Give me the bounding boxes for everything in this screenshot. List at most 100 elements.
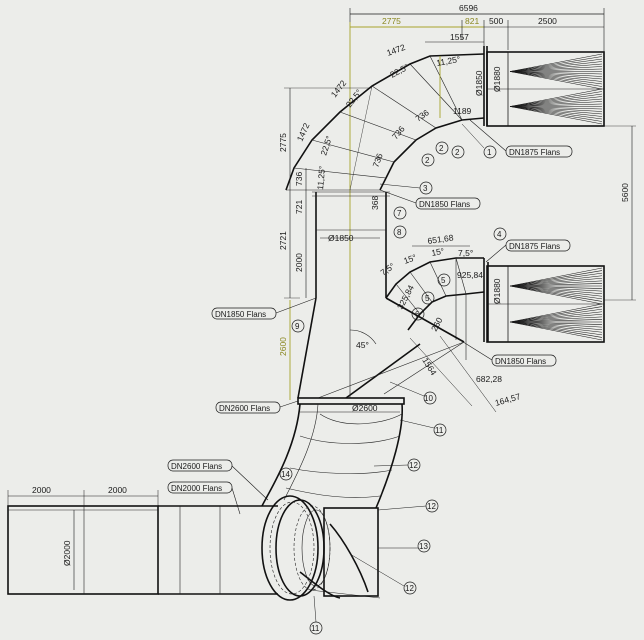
filter-hatch-line <box>509 56 603 72</box>
label-dn1875-mid: DN1875 Flans <box>509 242 560 251</box>
dim-left-721: 721 <box>294 200 304 214</box>
filter-hatch-line <box>509 285 603 297</box>
balloon-11-top: 11 <box>435 426 444 435</box>
filter-hatch-line <box>509 321 603 341</box>
filter-hatch-line <box>509 71 603 85</box>
filter-hatch-line <box>509 58 603 72</box>
filter-hatch-line <box>509 106 603 110</box>
filter-hatch-line <box>509 91 603 107</box>
dia-1850-mid: Ø1850 <box>328 233 354 243</box>
transition-45 <box>297 297 497 413</box>
filter-hatch-line <box>509 68 603 72</box>
label-dn1850-right: DN1850 Flans <box>495 357 546 366</box>
large-elbow <box>261 403 404 599</box>
label-dn1850-upper-box <box>415 197 481 210</box>
balloon-14: 14 <box>281 470 290 479</box>
filter-hatch-line <box>509 88 603 107</box>
dim-736-b: 736 <box>390 124 407 142</box>
dim-left-2721: 2721 <box>278 231 288 250</box>
label-dn1875-top-box <box>505 145 573 158</box>
balloon-13: 13 <box>419 542 428 551</box>
filter-hatch-line <box>509 106 603 125</box>
ang-45: 45° <box>356 340 369 350</box>
dim-left-2775: 2775 <box>278 133 288 152</box>
dia-2000: Ø2000 <box>62 540 72 566</box>
dim-left-2000: 2000 <box>294 253 304 272</box>
dim-682-28: 682,28 <box>476 374 502 384</box>
filter-hatch-line <box>509 280 603 287</box>
vertical-duct <box>312 191 390 298</box>
filter-hatch-line <box>509 311 603 323</box>
filter-hatch-line <box>509 71 603 90</box>
filter-hatch-line <box>509 285 603 294</box>
dim-368: 368 <box>370 196 380 210</box>
label-dn1850-left: DN1850 Flans <box>215 310 266 319</box>
filter-hatch-line <box>509 285 603 292</box>
ang-11-25-a: 11,25° <box>436 54 461 68</box>
filter-hatch-line <box>509 272 603 287</box>
balloon-2a: 2 <box>455 148 460 157</box>
dim-736-a: 736 <box>413 107 431 123</box>
dim-1564: 1564 <box>420 356 439 378</box>
filter-hatch-line <box>509 308 603 323</box>
filter-hatch-line <box>509 278 603 287</box>
dim-left-736: 736 <box>294 172 304 186</box>
balloon-11-bottom: 11 <box>311 624 320 633</box>
upper-filter-fan <box>509 53 603 125</box>
label-dn2600-lower-box <box>167 459 233 472</box>
filter-hatch-line <box>509 314 603 323</box>
ang-15-b: 15° <box>431 246 445 258</box>
dim-left-2600: 2600 <box>278 337 288 356</box>
round-connection <box>261 495 331 601</box>
balloon-5b: 5 <box>441 276 446 285</box>
upper-housing <box>486 51 605 127</box>
filter-hatch-line <box>509 267 603 287</box>
filter-hatch-line <box>509 106 603 120</box>
filter-hatch-line <box>509 66 603 72</box>
balloon-9: 9 <box>295 322 300 331</box>
dim-top-2775: 2775 <box>382 16 401 26</box>
filter-hatch-line <box>509 93 603 107</box>
label-dn1850-right-box <box>491 354 557 367</box>
dim-5600: 5600 <box>620 183 630 202</box>
dim-top-500: 500 <box>489 16 503 26</box>
left-dimensions <box>284 87 372 400</box>
filter-hatch-line <box>509 321 603 333</box>
balloon-2b: 2 <box>439 144 444 153</box>
balloon-5a: 5 <box>425 294 430 303</box>
dim-overall-width: 6596 <box>459 3 478 13</box>
label-dn2600-lower: DN2600 Flans <box>171 462 222 471</box>
label-dn2600-left: DN2600 Flans <box>219 404 270 413</box>
dim-1472-c: 1472 <box>295 121 312 143</box>
dim-1557: 1557 <box>450 32 469 42</box>
lower-housing <box>486 265 605 343</box>
filter-hatch-line <box>509 275 603 287</box>
filter-hatch-line <box>509 303 603 323</box>
label-dn1850-upper: DN1850 Flans <box>419 200 470 209</box>
ang-22-5-a: 22,5° <box>388 62 410 80</box>
balloon-2c: 2 <box>425 156 430 165</box>
filter-hatch-line <box>509 321 603 336</box>
dim-736-c: 736 <box>370 152 384 169</box>
filter-hatch-line <box>509 53 603 72</box>
dim-1472-b: 1472 <box>329 78 349 99</box>
dia-1880-top: Ø1880 <box>492 66 502 92</box>
dim-top-2500: 2500 <box>538 16 557 26</box>
part-balloons: 1 2 2 2 3 7 8 4 5 5 6 9 10 11 12 <box>279 123 507 635</box>
dim-1472-a: 1472 <box>385 42 406 58</box>
filter-hatch-line <box>509 71 603 80</box>
balloon-12a: 12 <box>409 461 418 470</box>
filter-hatch-line <box>509 106 603 112</box>
ang-22-5-b: 22,5° <box>344 87 364 109</box>
label-dn2000: DN2000 Flans <box>171 484 222 493</box>
balloon-10: 10 <box>424 394 433 403</box>
filter-hatch-line <box>509 285 603 300</box>
filter-hatch-line <box>509 285 603 289</box>
filter-hatch-line <box>509 71 603 75</box>
label-dn2000-box <box>167 481 233 494</box>
label-dn1875-top: DN1875 Flans <box>509 148 560 157</box>
balloon-12b: 12 <box>427 502 436 511</box>
dia-1850-top: Ø1850 <box>474 70 484 96</box>
filter-hatch-line <box>509 321 603 325</box>
